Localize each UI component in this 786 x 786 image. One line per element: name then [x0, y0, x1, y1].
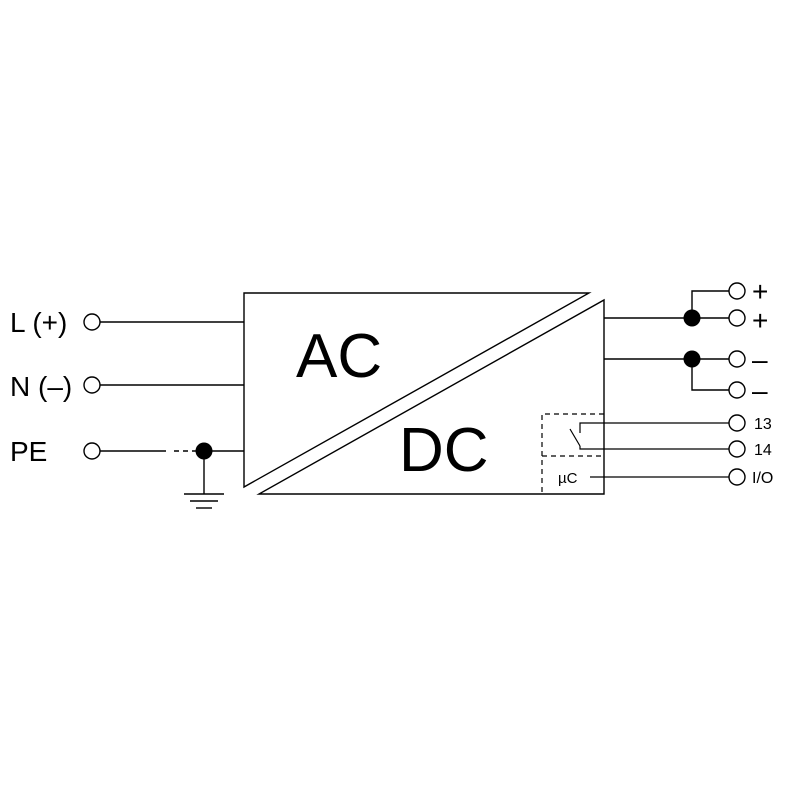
microcontroller-label: µC — [558, 470, 578, 487]
dc-section — [256, 298, 605, 495]
input-l-terminal — [83, 313, 101, 331]
relay-contact-icon — [569, 422, 729, 450]
output-minus-1-label: – — [752, 344, 768, 375]
relay-13-label: 13 — [754, 416, 772, 433]
output-plus-1-terminal — [728, 282, 746, 300]
output-plus-1-label: + — [752, 276, 768, 307]
converter-block — [243, 292, 605, 495]
input-pe-terminal — [83, 442, 101, 460]
output-minus-2-label: – — [752, 375, 768, 406]
ground-icon — [184, 451, 224, 509]
output-plus-2-terminal — [728, 309, 746, 327]
plus-branch-wire — [691, 290, 729, 318]
relay-14-label: 14 — [754, 442, 772, 459]
output-plus-2-label: + — [752, 305, 768, 336]
ac-section — [243, 292, 592, 489]
input-n-label: N (–) — [10, 371, 72, 402]
relay-13-terminal — [728, 414, 746, 432]
input-l-label: L (+) — [10, 307, 67, 338]
relay-box — [541, 413, 604, 494]
io-terminal — [728, 468, 746, 486]
output-minus-1-terminal — [728, 350, 746, 368]
io-label: I/O — [752, 470, 773, 487]
dc-label: DC — [399, 416, 489, 485]
relay-14-terminal — [728, 440, 746, 458]
ac-label: AC — [296, 322, 382, 391]
minus-branch-wire — [691, 359, 729, 391]
output-minus-2-terminal — [728, 381, 746, 399]
input-pe-label: PE — [10, 436, 47, 467]
input-n-terminal — [83, 376, 101, 394]
